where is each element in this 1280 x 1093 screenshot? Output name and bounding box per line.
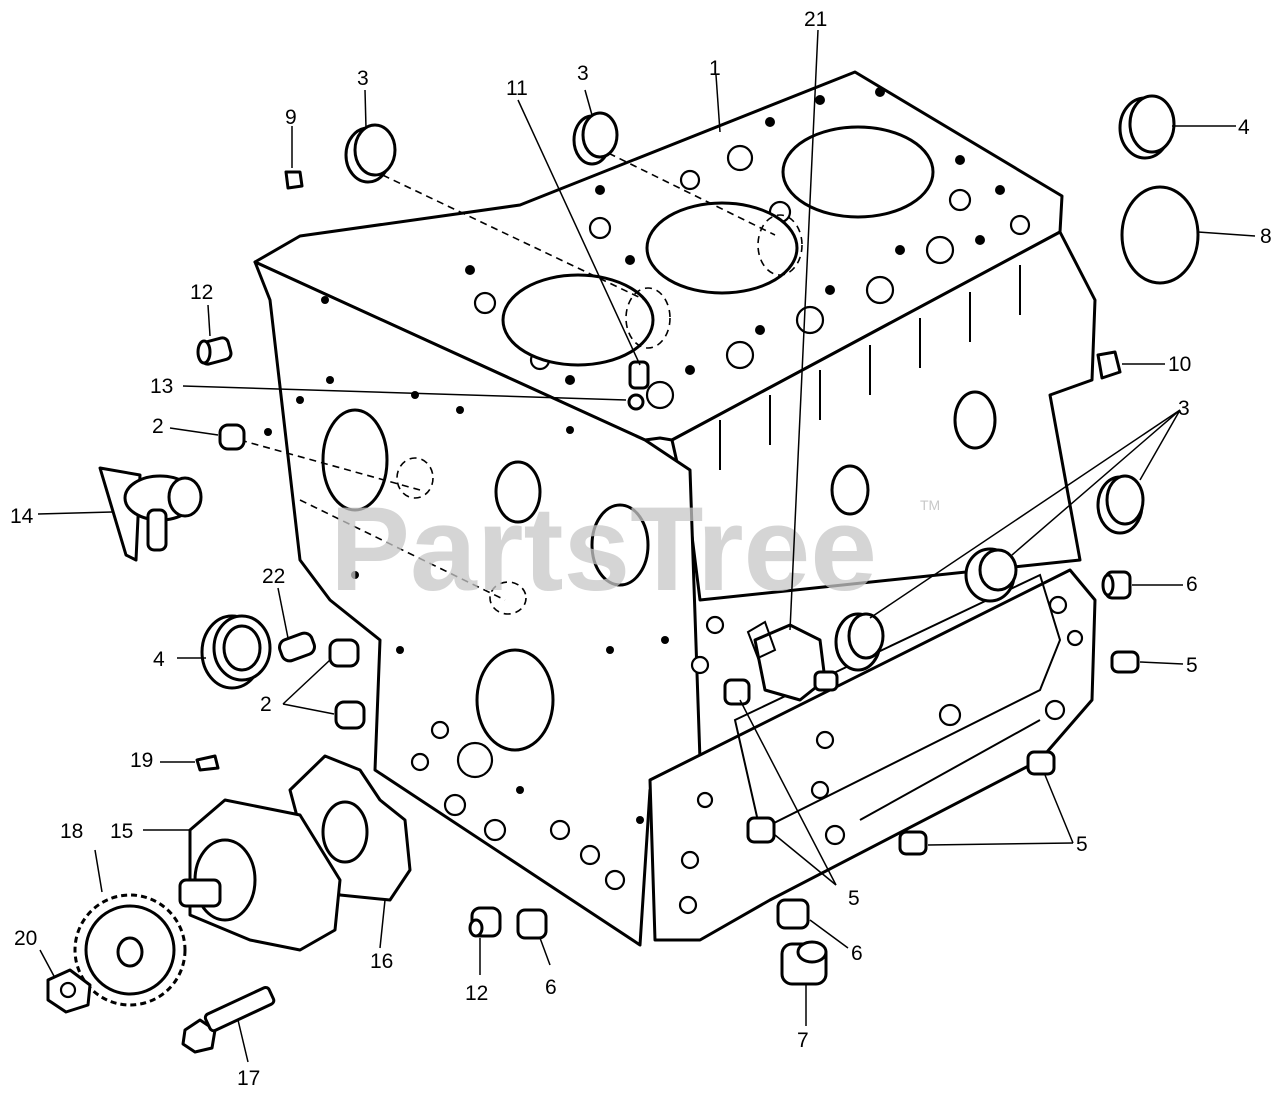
pin-22: [278, 631, 316, 663]
core-plug-3-mid: [964, 547, 1018, 603]
callout-4: 4: [1238, 116, 1250, 139]
callout-5: 5: [848, 887, 860, 910]
callout-2: 2: [260, 693, 272, 716]
bolt-17: [181, 985, 276, 1054]
pin-12-lower: [468, 906, 502, 938]
gasket-16-port: [321, 800, 369, 864]
callout-labels: 21 11 1 3 3 9 4 8 12 10 13 3 2 14 22 6 4…: [10, 8, 1272, 1090]
plug-5-mid: [723, 678, 751, 706]
plug-6-right: [1101, 570, 1132, 600]
plug-6-lower: [776, 898, 810, 930]
drain-cock-14: [98, 466, 203, 562]
callout-10: 10: [1168, 353, 1191, 376]
expansion-plug-4-top: [1118, 94, 1176, 160]
cylinder-bore-3: [501, 273, 655, 367]
front-face-holes: [264, 296, 669, 891]
cylinder-bore-2: [645, 201, 799, 295]
callout-16: 16: [370, 950, 393, 973]
callout-2: 2: [152, 415, 164, 438]
callout-14: 14: [10, 505, 34, 528]
callout-6: 6: [1186, 573, 1198, 596]
plug-5-front: [746, 816, 776, 844]
pin-12-left: [196, 336, 233, 366]
callout-12: 12: [465, 982, 488, 1005]
pin-2-mid: [328, 638, 360, 668]
callout-1: 1: [709, 57, 721, 80]
callout-3: 3: [577, 62, 589, 85]
oil-seal-4-left: [200, 614, 272, 690]
leader-lines: [37, 29, 1256, 1063]
callout-15: 15: [110, 820, 133, 843]
callout-3: 3: [1178, 397, 1190, 420]
pin-2-low: [334, 700, 366, 730]
pin-2-upper: [218, 423, 246, 451]
callout-9: 9: [285, 106, 297, 129]
callout-22: 22: [262, 565, 285, 588]
watermark-trademark: TM: [920, 497, 940, 513]
core-plug-3-top: [572, 111, 619, 166]
callout-8: 8: [1260, 225, 1272, 248]
plug-7: [780, 940, 828, 986]
callout-6: 6: [545, 976, 557, 999]
cylinder-block: [253, 70, 1097, 947]
callout-19: 19: [130, 749, 153, 772]
gear-18: [73, 893, 187, 1007]
callout-13: 13: [150, 375, 173, 398]
plug-8: [1120, 185, 1200, 285]
callout-3: 3: [357, 67, 369, 90]
key-19: [195, 754, 220, 772]
cylinder-bores: [501, 125, 935, 367]
plug-5-rail-low: [898, 830, 928, 856]
hidden-lines: [239, 147, 803, 615]
watermark-text: PartsTree: [330, 482, 877, 616]
callout-20: 20: [14, 927, 37, 950]
callout-5: 5: [1076, 833, 1088, 856]
dowel-pin-9: [284, 170, 304, 190]
callout-6: 6: [851, 942, 863, 965]
callout-11: 11: [506, 77, 528, 100]
callout-12: 12: [190, 281, 213, 304]
callout-7: 7: [797, 1029, 809, 1052]
o-ring-13: [627, 360, 650, 411]
cylinder-bore-1: [781, 125, 935, 219]
callout-17: 17: [237, 1067, 260, 1090]
plug-5-rail: [1026, 750, 1056, 776]
oil-pump-15: [178, 798, 342, 952]
block-side-ribs: [719, 265, 1021, 470]
nut-20: [46, 968, 92, 1014]
callout-18: 18: [60, 820, 83, 843]
callout-21: 21: [804, 8, 827, 31]
callout-5: 5: [1186, 654, 1198, 677]
core-plug-3-low: [834, 612, 885, 672]
plug-6-front: [516, 908, 548, 940]
plug-10: [1096, 350, 1122, 380]
main-bearing-bore-2: [830, 464, 870, 516]
callout-4: 4: [153, 648, 165, 671]
core-plug-3-top-left: [344, 123, 397, 184]
core-plug-3-right: [1096, 474, 1145, 535]
oil-pressure-switch-21: [746, 620, 839, 702]
main-bearing-bore: [953, 390, 997, 450]
plug-5-right: [1110, 650, 1140, 674]
